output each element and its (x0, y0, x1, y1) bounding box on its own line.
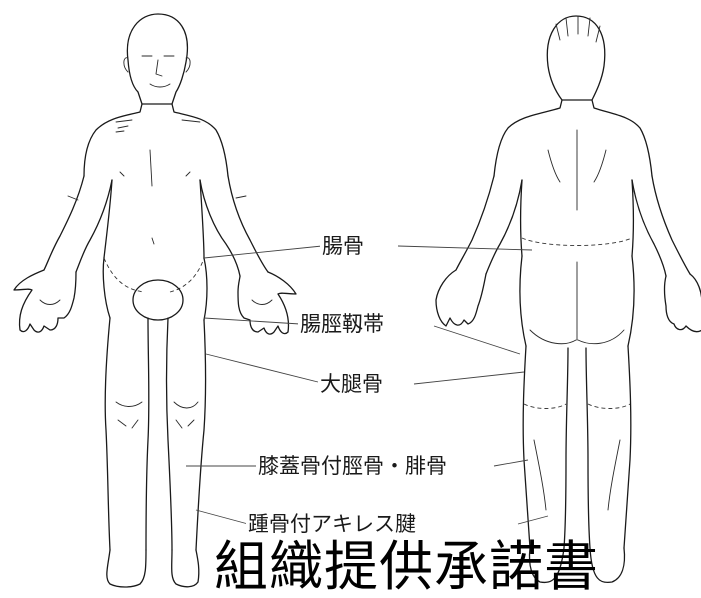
label-calcaneus-achilles: 踵骨付アキレス腱 (246, 512, 418, 536)
leader-ilium-back (397, 245, 533, 251)
front-body-figure (13, 13, 297, 588)
back-body-figure (435, 15, 701, 584)
leader-ilium-front (203, 245, 323, 259)
leader-femur-front (205, 353, 319, 383)
leader-heel-back (517, 515, 549, 525)
page-title: 組織提供承諾書 (214, 535, 599, 598)
leader-knee-back (493, 459, 529, 467)
label-patella-tibia-fibula: 膝蓋骨付脛骨・腓骨 (256, 454, 449, 478)
leader-lines (186, 245, 549, 525)
label-iliotibial-band: 腸脛靱帯 (298, 312, 386, 336)
label-femur: 大腿骨 (318, 372, 385, 396)
leader-itb-back (433, 325, 521, 355)
label-ilium: 腸骨 (320, 234, 366, 258)
leader-itb-front (203, 317, 301, 325)
leader-heel-front (195, 509, 249, 525)
leader-femur-back (413, 371, 525, 385)
